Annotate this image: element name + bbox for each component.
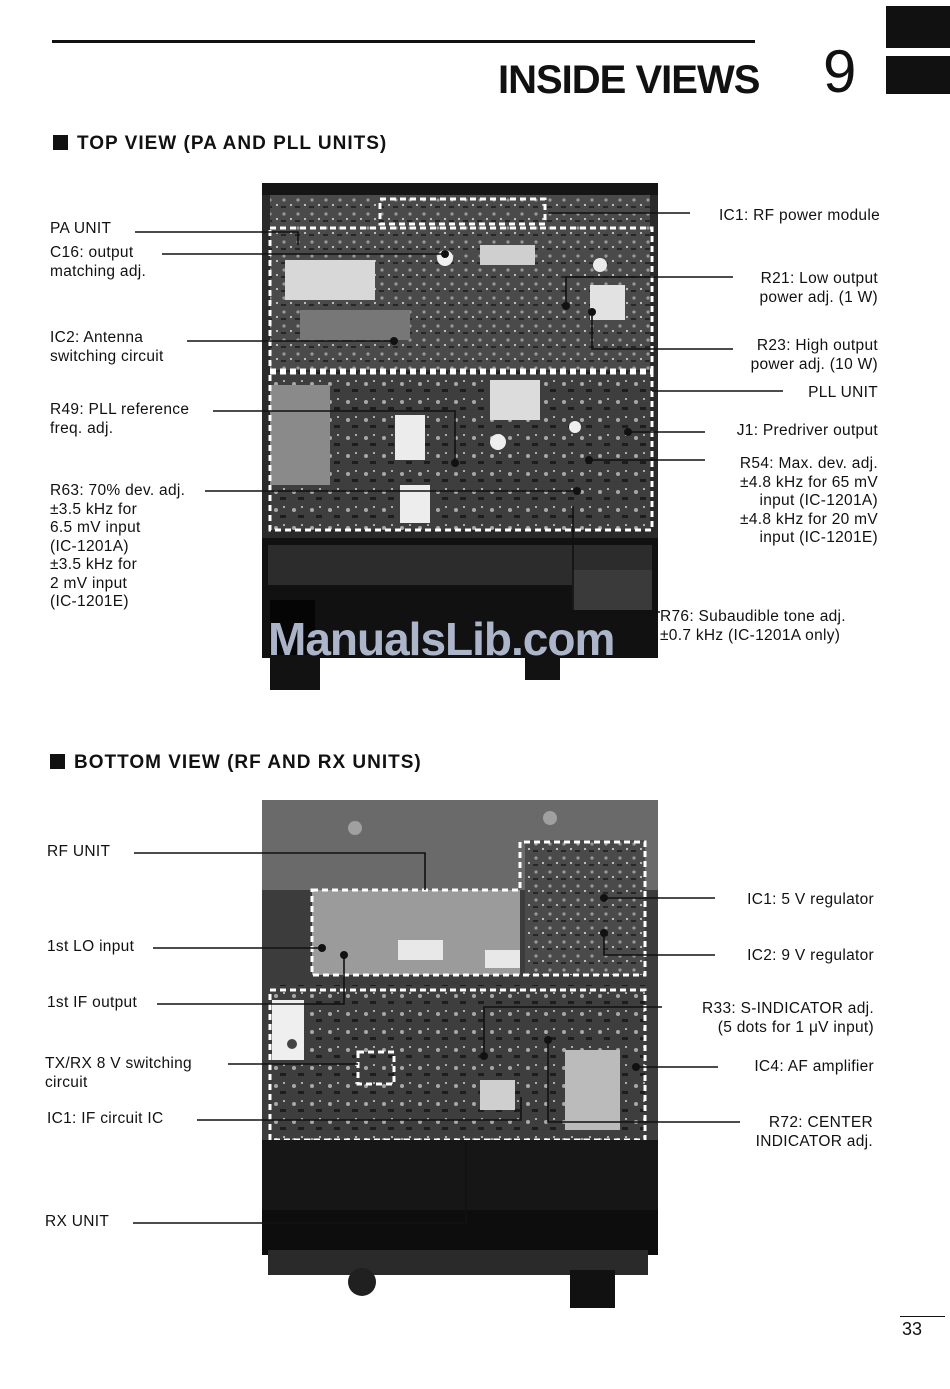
label-r49: R49: PLL reference freq. adj. (50, 401, 190, 437)
page-number: 33 (902, 1319, 923, 1339)
label-ic1-rf-module: IC1: RF power module (718, 207, 880, 224)
label-r23: R23: High output power adj. (10 W) (750, 337, 878, 373)
leader-lines (133, 212, 783, 1224)
label-r63: R63: 70% dev. adj. ±3.5 kHz for 6.5 mV i… (50, 482, 186, 610)
label-r33: R33: S-INDICATOR adj. (5 dots for 1 μV i… (702, 1000, 874, 1036)
chapter-number: 9 (823, 38, 857, 105)
label-1st-lo-input: 1st LO input (47, 938, 135, 955)
label-ic2-antenna: IC2: Antenna switching circuit (50, 329, 164, 365)
label-rf-unit: RF UNIT (47, 843, 111, 860)
bullet-square-icon (53, 135, 68, 150)
page-title: INSIDE VIEWS (498, 58, 760, 102)
bottom-view-heading: BOTTOM VIEW (RF AND RX UNITS) (50, 752, 422, 774)
leader-dots (318, 250, 640, 1071)
bottom-view-photo (262, 800, 658, 1308)
label-rx-unit: RX UNIT (45, 1213, 110, 1230)
header-rule (52, 40, 755, 43)
label-j1: J1: Predriver output (736, 422, 878, 439)
label-1st-if-output: 1st IF output (47, 994, 138, 1011)
label-r72: R72: CENTER INDICATOR adj. (755, 1114, 873, 1150)
top-view-heading: TOP VIEW (PA AND PLL UNITS) (53, 133, 387, 155)
label-ic1-if-circuit: IC1: IF circuit IC (47, 1110, 164, 1127)
chapter-tab-lower (886, 56, 950, 94)
label-r54: R54: Max. dev. adj. ±4.8 kHz for 65 mV i… (739, 455, 878, 546)
label-ic2-9v-regulator: IC2: 9 V regulator (747, 947, 874, 964)
label-tx-rx-switching: TX/RX 8 V switching circuit (45, 1055, 192, 1091)
bottom-view-heading-text: BOTTOM VIEW (RF AND RX UNITS) (74, 752, 422, 773)
label-c16: C16: output matching adj. (50, 244, 147, 280)
top-view-heading-text: TOP VIEW (PA AND PLL UNITS) (77, 133, 388, 154)
label-ic1-5v-regulator: IC1: 5 V regulator (747, 891, 874, 908)
page-number-rule (900, 1316, 945, 1317)
watermark: ManualsLib.com (268, 613, 615, 665)
label-ic4-af-amplifier: IC4: AF amplifier (754, 1058, 874, 1075)
label-pa-unit: PA UNIT (50, 220, 112, 237)
bullet-square-icon (50, 754, 65, 769)
label-pll-unit: PLL UNIT (808, 384, 878, 401)
label-r21: R21: Low output power adj. (1 W) (759, 270, 878, 306)
label-r76: R76: Subaudible tone adj. ±0.7 kHz (IC-1… (660, 608, 846, 644)
chapter-tab-upper (886, 6, 950, 48)
